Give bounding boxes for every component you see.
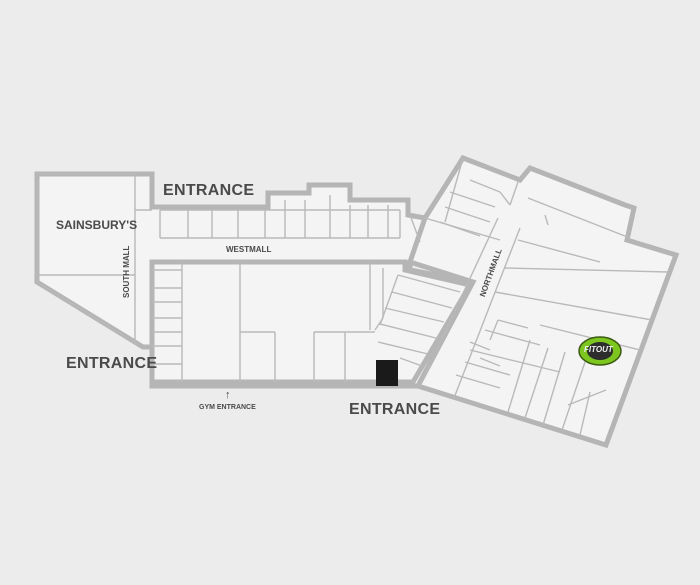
fitout-logo[interactable] [578, 336, 622, 366]
sainsburys-label: SAINSBURY'S [56, 218, 138, 232]
west-mall-label: WESTMALL [226, 245, 272, 254]
entrance-bottom-label: ENTRANCE [349, 401, 441, 418]
unit-lines [36, 157, 669, 436]
building-outline [34, 154, 680, 449]
gym-arrow-icon: ↑ [225, 389, 231, 401]
fitout-logo-text: FITOUT [584, 345, 613, 354]
highlighted-unit[interactable] [376, 360, 398, 386]
entrance-left-label: ENTRANCE [66, 355, 158, 372]
entrance-top-label: ENTRANCE [163, 182, 255, 199]
south-mall-label: SOUTH MALL [122, 245, 131, 298]
sainsburys-unit [36, 173, 136, 345]
gym-entrance-label: GYM ENTRANCE [199, 404, 256, 411]
central-block [149, 259, 474, 385]
